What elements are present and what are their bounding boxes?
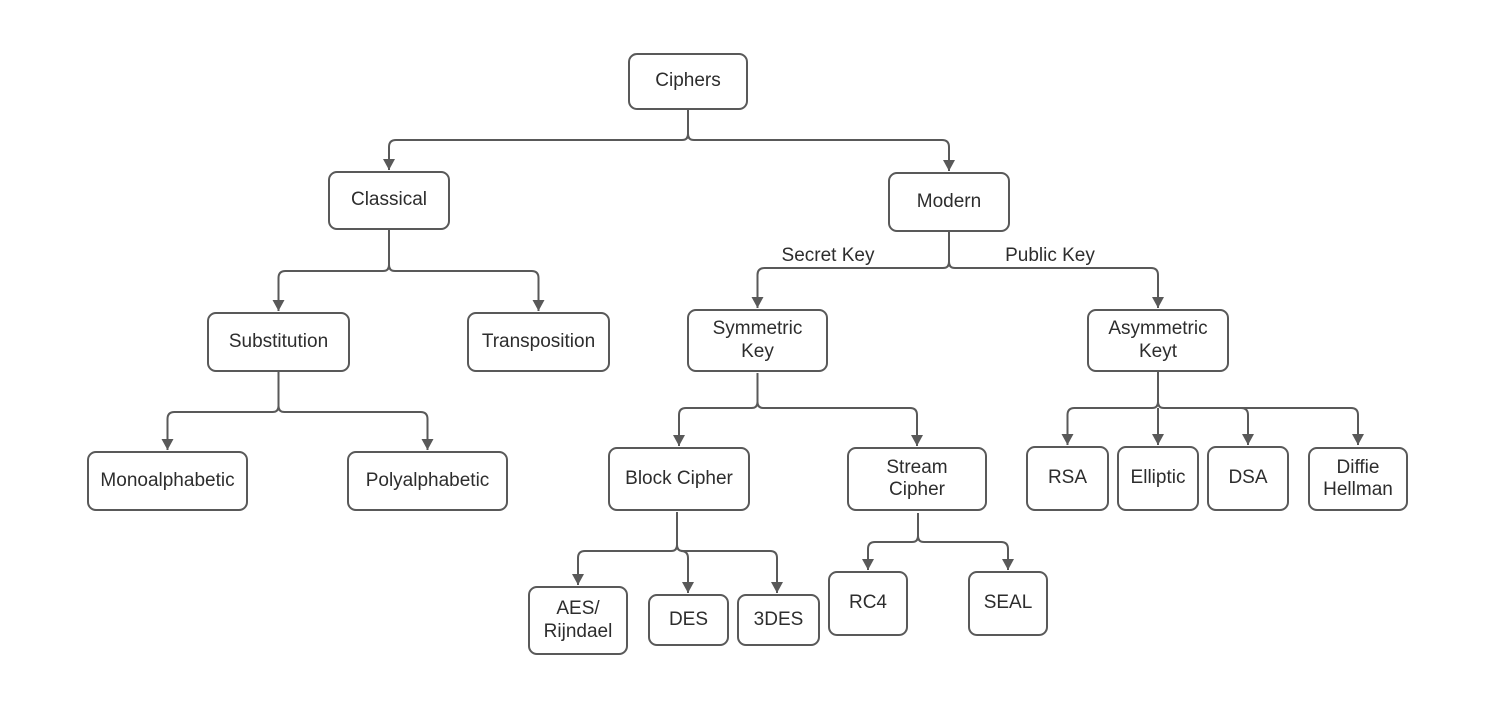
node-polyalphabetic: Polyalphabetic — [347, 451, 508, 511]
node-label-seal: SEAL — [983, 592, 1033, 614]
node-label-asymmetric-keyt: Asymmetric Keyt — [1108, 318, 1208, 362]
node-substitution: Substitution — [207, 312, 350, 372]
edge-label-secret-key: Secret Key — [779, 245, 877, 267]
branch-stream-rail — [867, 513, 1009, 550]
node-label-aes-rijndael: AES/ Rijndael — [543, 598, 613, 642]
node-ciphers: Ciphers — [628, 53, 748, 110]
node-label-block-cipher: Block Cipher — [625, 467, 733, 489]
node-dsa: DSA — [1207, 446, 1289, 511]
node-label-modern: Modern — [916, 190, 982, 212]
node-label-symmetric-key: Symmetric Key — [712, 318, 803, 362]
node-des: DES — [648, 594, 729, 646]
node-3des: 3DES — [737, 594, 820, 646]
branch-block-rail — [577, 512, 778, 559]
node-label-monoalphabetic: Monoalphabetic — [100, 469, 235, 491]
node-asymmetric-keyt: Asymmetric Keyt — [1087, 309, 1229, 372]
node-block-cipher: Block Cipher — [608, 447, 750, 511]
node-monoalphabetic: Monoalphabetic — [87, 451, 248, 511]
node-label-diffie-hellman: Diffie Hellman — [1323, 456, 1393, 500]
node-label-polyalphabetic: Polyalphabetic — [365, 469, 490, 491]
node-label-3des: 3DES — [753, 608, 804, 630]
node-seal: SEAL — [968, 571, 1048, 636]
node-transposition: Transposition — [467, 312, 610, 372]
branch-ciphers-rail — [388, 110, 950, 148]
node-label-elliptic: Elliptic — [1130, 467, 1186, 489]
node-label-substitution: Substitution — [228, 330, 329, 352]
node-rc4: RC4 — [828, 571, 908, 636]
node-label-ciphers: Ciphers — [655, 70, 721, 92]
node-label-classical: Classical — [350, 189, 428, 211]
branch-symmetric-rail — [678, 373, 918, 416]
branch-classical-rail — [277, 230, 540, 279]
node-stream-cipher: Stream Cipher — [847, 447, 987, 511]
node-modern: Modern — [888, 172, 1010, 232]
branch-substitution-rail — [166, 372, 429, 420]
branch-asymmetric-rail — [1066, 372, 1359, 416]
node-elliptic: Elliptic — [1117, 446, 1199, 511]
node-classical: Classical — [328, 171, 450, 230]
edge-label-public-key: Public Key — [1003, 245, 1097, 267]
node-label-transposition: Transposition — [481, 330, 596, 352]
node-label-rsa: RSA — [1047, 467, 1088, 489]
node-aes-rijndael: AES/ Rijndael — [528, 586, 628, 655]
node-diffie-hellman: Diffie Hellman — [1308, 447, 1408, 511]
branch-modern-rail — [756, 232, 1159, 276]
node-label-rc4: RC4 — [848, 592, 887, 614]
node-rsa: RSA — [1026, 446, 1109, 511]
node-symmetric-key: Symmetric Key — [687, 309, 828, 372]
node-label-stream-cipher: Stream Cipher — [886, 456, 948, 500]
node-label-des: DES — [668, 608, 709, 630]
node-label-dsa: DSA — [1228, 467, 1268, 489]
